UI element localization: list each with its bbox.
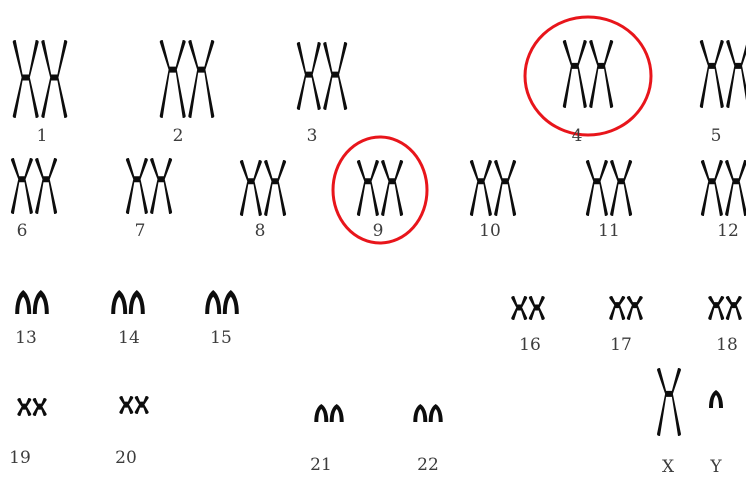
chromosome-9-1: [356, 160, 379, 216]
chromosome-3-1: [296, 42, 321, 110]
chromosome-4-1: [562, 40, 587, 108]
chromosome-19-2: [32, 398, 47, 416]
chromosome-x-1: [657, 368, 681, 436]
chromosome-4-2: [589, 40, 614, 108]
chromosome-2-1: [159, 40, 186, 118]
chromosome-7-1: [125, 158, 148, 214]
chromosome-label-14: 14: [118, 328, 140, 348]
chromosome-12-1: [700, 160, 723, 216]
chromosome-1-2: [41, 40, 68, 118]
chromosome-y-1: [709, 390, 723, 408]
chromosome-18-1: [708, 296, 725, 320]
chromosome-14-2: [128, 290, 145, 314]
chromosome-13-2: [32, 290, 49, 314]
chromosome-14-1: [111, 290, 128, 314]
chromosome-3-2: [323, 42, 348, 110]
chromosome-8-2: [264, 160, 287, 216]
chromosome-label-18: 18: [716, 335, 738, 355]
chromosome-16-1: [511, 296, 528, 320]
chromosome-19-1: [17, 398, 32, 416]
chromosome-6-2: [35, 158, 58, 214]
chromosome-label-22: 22: [417, 455, 439, 475]
chromosome-11-1: [585, 160, 608, 216]
chromosome-9-2: [381, 160, 404, 216]
chromosome-label-13: 13: [15, 328, 37, 348]
highlight-circle-4: [523, 15, 653, 137]
chromosome-20-1: [119, 396, 134, 414]
chromosome-8-1: [239, 160, 262, 216]
chromosome-label-21: 21: [310, 455, 332, 475]
chromosome-label-20: 20: [115, 448, 137, 468]
chromosome-label-17: 17: [610, 335, 632, 355]
chromosome-label-19: 19: [9, 448, 31, 468]
chromosome-5-1: [699, 40, 724, 108]
chromosome-label-9: 9: [372, 221, 384, 241]
chromosome-label-y: Y: [710, 457, 722, 477]
chromosome-21-2: [329, 404, 344, 422]
chromosome-10-2: [494, 160, 517, 216]
chromosome-label-11: 11: [598, 221, 620, 241]
chromosome-15-2: [222, 290, 239, 314]
chromosome-label-3: 3: [306, 126, 318, 146]
chromosome-1-1: [12, 40, 39, 118]
chromosome-20-2: [134, 396, 149, 414]
chromosome-label-8: 8: [254, 221, 266, 241]
chromosome-label-x: X: [661, 457, 675, 477]
chromosome-label-5: 5: [710, 126, 722, 146]
chromosome-21-1: [314, 404, 329, 422]
chromosome-label-7: 7: [134, 221, 146, 241]
chromosome-label-15: 15: [210, 328, 232, 348]
highlight-circle-9: [331, 135, 429, 245]
chromosome-label-1: 1: [36, 126, 48, 146]
chromosome-15-1: [205, 290, 222, 314]
chromosome-16-2: [528, 296, 545, 320]
chromosome-13-1: [15, 290, 32, 314]
chromosome-10-1: [469, 160, 492, 216]
chromosome-7-2: [150, 158, 173, 214]
chromosome-label-6: 6: [16, 221, 28, 241]
chromosome-label-12: 12: [717, 221, 739, 241]
chromosome-17-1: [609, 296, 626, 320]
chromosome-label-4: 4: [571, 126, 583, 146]
chromosome-label-10: 10: [479, 221, 501, 241]
chromosome-18-2: [725, 296, 742, 320]
chromosome-22-1: [413, 404, 428, 422]
chromosome-5-2: [726, 40, 746, 108]
chromosome-label-2: 2: [172, 126, 184, 146]
chromosome-label-16: 16: [519, 335, 541, 355]
chromosome-22-2: [428, 404, 443, 422]
chromosome-12-2: [725, 160, 746, 216]
chromosome-6-1: [10, 158, 33, 214]
chromosome-2-2: [188, 40, 215, 118]
chromosome-17-2: [626, 296, 643, 320]
chromosome-11-2: [610, 160, 633, 216]
